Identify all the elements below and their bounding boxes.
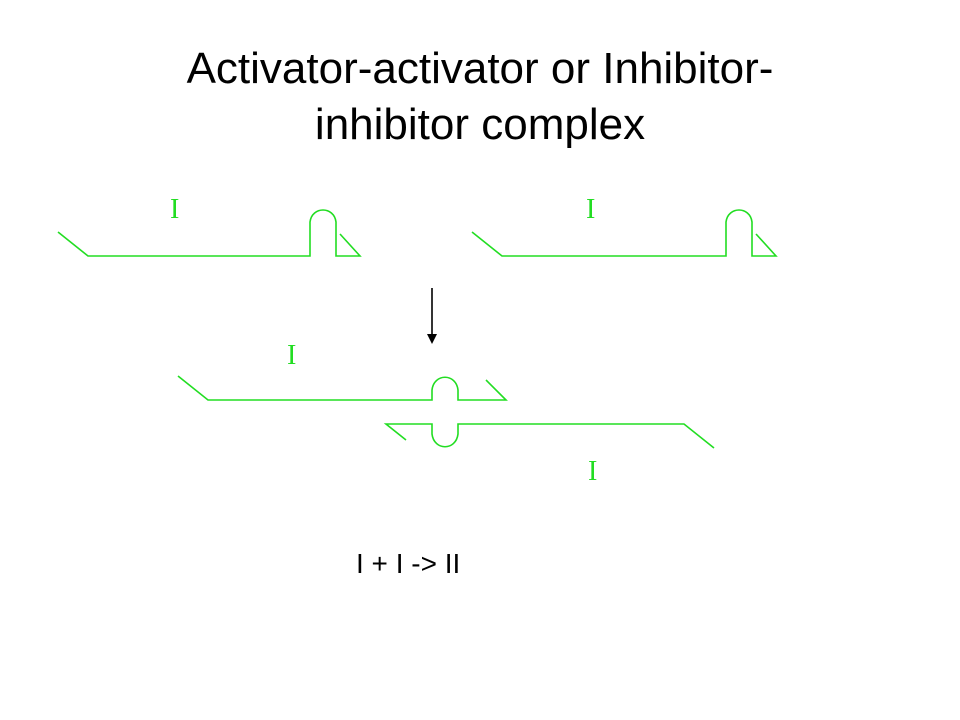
dimer-bottom: I [383, 423, 715, 487]
dimer-bottom-label: I [588, 456, 597, 487]
dimer-top-label: I [287, 340, 296, 371]
monomer-right-strand [471, 209, 778, 257]
dimer-top-strand [177, 375, 508, 401]
reaction-arrow [427, 288, 437, 344]
slide-title-line-1: Activator-activator or Inhibitor- [186, 44, 774, 93]
dimer-top: I [177, 340, 508, 401]
monomer-left: I [57, 194, 362, 257]
monomer-right: I [471, 194, 778, 257]
dimer-bottom-strand [383, 423, 715, 449]
monomer-left-strand [57, 209, 362, 257]
slide-title-line-2: inhibitor complex [314, 100, 646, 149]
reaction-formula: I + I -> II [356, 548, 461, 579]
monomer-right-label: I [586, 194, 595, 225]
monomer-left-label: I [170, 194, 179, 225]
reaction-arrow-head [427, 334, 437, 344]
